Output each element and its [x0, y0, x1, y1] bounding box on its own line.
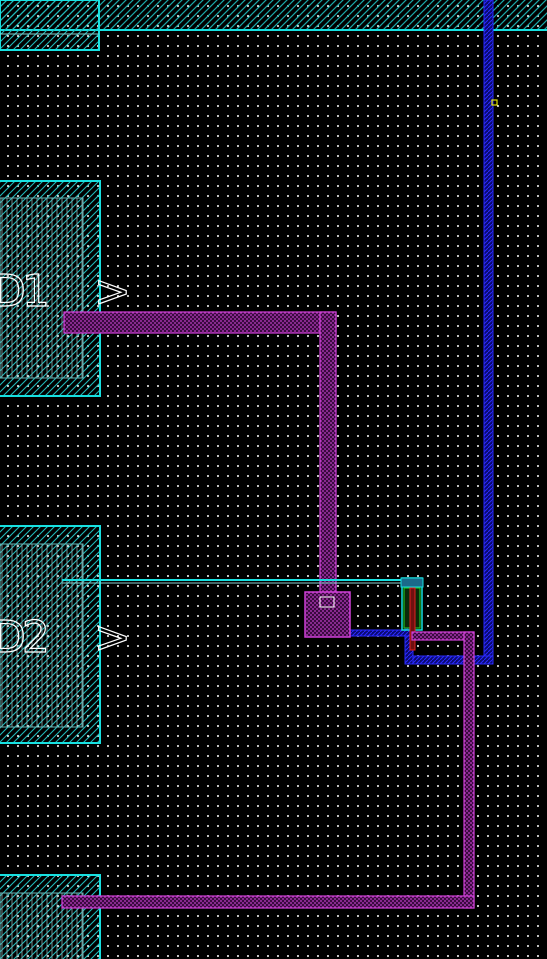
pin-label-1: D1 [0, 266, 46, 317]
transistor[interactable] [400, 577, 424, 651]
pin-arrow-1: > [94, 266, 127, 317]
pin-arrow-2: > [94, 612, 127, 663]
top-boundary-region[interactable] [0, 0, 547, 51]
metal2-route-1[interactable] [63, 311, 337, 599]
metal1-rail[interactable] [347, 0, 494, 665]
metal2-pad[interactable] [304, 591, 351, 638]
metal2-route-2[interactable] [61, 631, 475, 909]
pin-label-2: D2 [0, 612, 46, 663]
marker-square[interactable] [491, 99, 498, 106]
gate-wire[interactable] [62, 579, 402, 584]
pin-block-2[interactable]: D2 > [0, 525, 132, 744]
pin-block-1[interactable]: D1 > [0, 180, 132, 397]
pin-block-3[interactable] [0, 874, 101, 959]
